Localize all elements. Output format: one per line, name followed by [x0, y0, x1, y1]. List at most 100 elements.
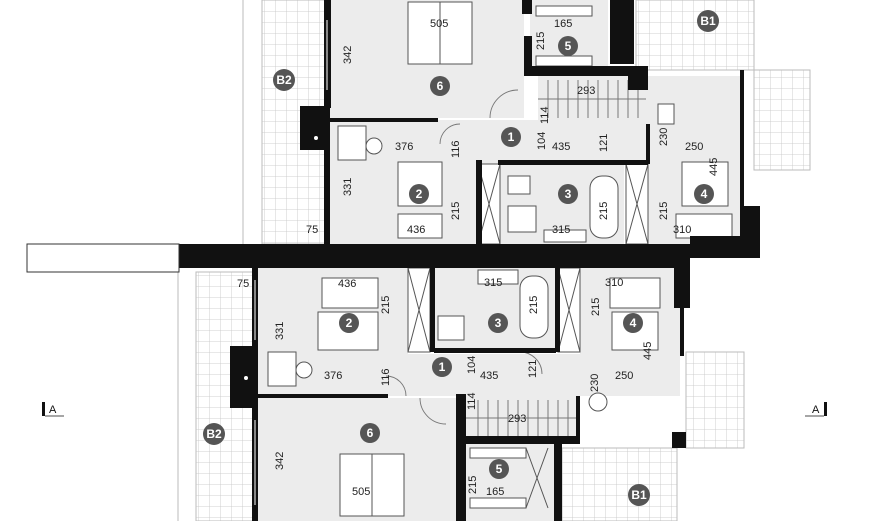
wardrobe-lower-c — [469, 447, 527, 459]
terrace-b1-lower-east — [685, 351, 745, 449]
wall-lower-2-3 — [430, 268, 435, 352]
wardrobe-lower-d — [469, 497, 527, 509]
room-badge: 2 — [409, 184, 429, 204]
dimension-label: 116 — [380, 368, 392, 386]
bathtub-lower — [519, 275, 549, 339]
dimension-label: 215 — [590, 298, 602, 316]
dimension-label: 75 — [306, 224, 318, 236]
room-badge: B2 — [203, 423, 225, 445]
desk-upper-4 — [675, 213, 733, 239]
terrace-b1-lower — [561, 447, 678, 521]
stairs — [466, 80, 646, 436]
bed-lower-2 — [321, 277, 379, 309]
room-badge: 5 — [558, 36, 578, 56]
dimension-label: 445 — [642, 342, 654, 360]
wall-upper-west-b — [324, 148, 330, 244]
dimension-label: 376 — [324, 370, 342, 382]
wall-upper-4-east — [740, 70, 744, 210]
room-badge: 1 — [501, 127, 521, 147]
room-badge: 3 — [558, 184, 578, 204]
section-marker-left: A — [42, 402, 64, 417]
wall-lower-4-bottom — [672, 432, 686, 448]
dimension-label: 331 — [274, 322, 286, 340]
dimension-label: 445 — [708, 158, 720, 176]
wall-lower-1-top — [434, 348, 556, 353]
dimension-label: 215 — [450, 202, 462, 220]
room-badge: 5 — [489, 459, 509, 479]
sink-lower — [477, 269, 519, 285]
dimension-label: 114 — [466, 392, 478, 410]
dimension-label: 215 — [467, 476, 479, 494]
dimension-label: 505 — [430, 18, 448, 30]
dimension-label: 165 — [554, 18, 572, 30]
svg-text:A: A — [49, 404, 57, 416]
dimension-label: 293 — [577, 85, 595, 97]
wall-upper-6-east — [522, 0, 532, 14]
dimension-label: 215 — [380, 296, 392, 314]
wardrobe-upper-d — [535, 55, 593, 67]
room-badge: 2 — [339, 313, 359, 333]
dimension-label: 315 — [484, 277, 502, 289]
dimension-label: 75 — [237, 278, 249, 290]
wall-upper-4-west — [646, 124, 650, 164]
desk-upper-2 — [397, 213, 443, 239]
windows — [254, 20, 328, 505]
furniture — [267, 1, 733, 517]
wall-upper-east — [740, 206, 760, 246]
wall-lower-east — [674, 268, 690, 308]
vanity-upper — [543, 229, 587, 243]
room-1-lower-floor — [258, 354, 680, 396]
wall-lower-3-4 — [555, 268, 560, 352]
wall-lower-east-b — [680, 306, 684, 356]
svg-text:B2: B2 — [276, 73, 292, 87]
svg-text:6: 6 — [437, 79, 444, 93]
desk-lower-1 — [267, 351, 297, 387]
terrace-b1-upper — [635, 0, 755, 71]
pier-dot — [244, 376, 248, 380]
wall-upper-6-east-b — [524, 36, 532, 76]
pier-dot — [314, 136, 318, 140]
svg-text:2: 2 — [416, 187, 423, 201]
svg-text:5: 5 — [496, 462, 503, 476]
dimension-label: 215 — [528, 296, 540, 314]
wall-lower-5-east — [554, 440, 562, 521]
dimension-label: 215 — [598, 202, 610, 220]
room-badge: 3 — [488, 313, 508, 333]
room-badge: B1 — [628, 484, 650, 506]
bathtub-upper — [589, 175, 619, 239]
dimension-label: 121 — [598, 134, 610, 152]
chair-upper-4 — [657, 103, 675, 125]
wall-upper-1 — [330, 118, 438, 122]
dimension-label: 331 — [342, 178, 354, 196]
dimension-label: 114 — [539, 106, 551, 124]
room-badge: B1 — [697, 10, 719, 32]
wc-lower — [437, 315, 465, 341]
svg-text:4: 4 — [701, 187, 708, 201]
wall-upper-3-top — [498, 160, 648, 165]
svg-text:1: 1 — [508, 130, 515, 144]
dimension-label: 310 — [605, 277, 623, 289]
wall-lower-stair-west — [456, 394, 466, 521]
dimension-label: 230 — [658, 128, 670, 146]
dimension-label: 342 — [342, 46, 354, 64]
dimension-labels: 505 165 342 215 293 114 376 116 104 435 … — [237, 18, 720, 498]
svg-text:5: 5 — [565, 39, 572, 53]
svg-text:1: 1 — [439, 360, 446, 374]
dimension-label: 250 — [685, 141, 703, 153]
dimension-label: 165 — [486, 486, 504, 498]
svg-text:3: 3 — [565, 187, 572, 201]
svg-text:B2: B2 — [206, 427, 222, 441]
dimension-label: 104 — [466, 356, 478, 374]
wall-upper-stair-top — [524, 66, 648, 76]
wc-upper — [507, 205, 537, 233]
svg-text:B1: B1 — [700, 14, 716, 28]
dimension-label: 310 — [673, 224, 691, 236]
room-badges: 6 5 1 2 3 4 B1 B2 2 3 4 1 6 5 B2 B1 — [203, 10, 719, 506]
dimension-label: 505 — [352, 486, 370, 498]
ledge — [26, 243, 180, 273]
wall-upper-stair-east — [628, 70, 648, 90]
dimension-label: 435 — [480, 370, 498, 382]
wall-upper-5-east — [610, 0, 634, 64]
svg-text:B1: B1 — [631, 488, 647, 502]
